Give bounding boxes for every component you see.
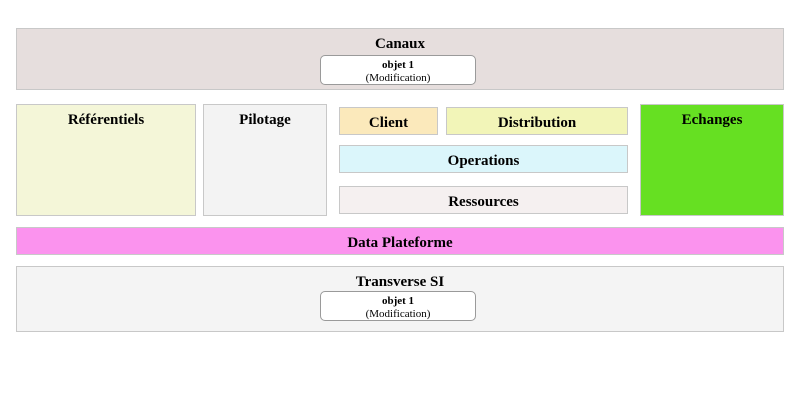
object-card-state: (Modification) bbox=[365, 72, 431, 84]
layer-operations-title: Operations bbox=[447, 153, 520, 169]
layer-referentiels[interactable]: Référentiels bbox=[16, 104, 196, 216]
layer-pilotage-title: Pilotage bbox=[239, 112, 291, 128]
object-card-canaux-objet-1[interactable]: objet 1 (Modification) bbox=[320, 55, 476, 85]
layer-data-plateforme[interactable]: Data Plateforme bbox=[16, 227, 784, 255]
layer-ressources[interactable]: Ressources bbox=[339, 186, 628, 214]
object-card-transverse-si-objet-1[interactable]: objet 1 (Modification) bbox=[320, 291, 476, 321]
object-card-state: (Modification) bbox=[365, 308, 431, 320]
layer-client[interactable]: Client bbox=[339, 107, 438, 135]
layer-pilotage[interactable]: Pilotage bbox=[203, 104, 327, 216]
layer-ressources-title: Ressources bbox=[448, 194, 519, 210]
layer-transverse-si[interactable]: Transverse SI bbox=[16, 266, 784, 332]
layer-data-plateforme-title: Data Plateforme bbox=[347, 235, 453, 251]
layer-transverse-si-title: Transverse SI bbox=[355, 274, 445, 290]
object-card-name: objet 1 bbox=[381, 59, 415, 71]
layer-distribution-title: Distribution bbox=[497, 115, 577, 131]
layer-operations[interactable]: Operations bbox=[339, 145, 628, 173]
layer-referentiels-title: Référentiels bbox=[67, 112, 145, 128]
layer-echanges-title: Echanges bbox=[681, 112, 743, 128]
object-card-name: objet 1 bbox=[381, 295, 415, 307]
layer-echanges[interactable]: Echanges bbox=[640, 104, 784, 216]
layer-canaux-title: Canaux bbox=[374, 36, 426, 52]
layer-distribution[interactable]: Distribution bbox=[446, 107, 628, 135]
layer-client-title: Client bbox=[368, 115, 409, 131]
